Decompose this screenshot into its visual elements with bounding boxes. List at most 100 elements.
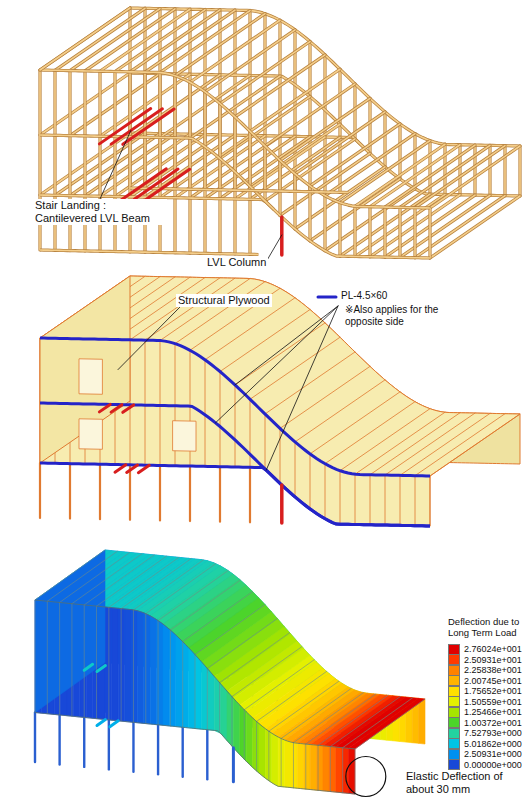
wall-contour xyxy=(419,698,425,744)
plywood-wall xyxy=(40,338,430,526)
timber-member xyxy=(384,112,386,167)
timber-member xyxy=(145,10,235,72)
member-line xyxy=(47,551,117,601)
part-label: LVL Column xyxy=(205,256,268,269)
column xyxy=(219,467,221,522)
timber-member xyxy=(414,208,416,258)
wall-contour xyxy=(240,705,246,761)
steel-plate xyxy=(40,463,430,526)
wall-contour xyxy=(329,746,335,792)
wall-contour xyxy=(169,629,175,726)
column xyxy=(181,727,183,777)
timber-member xyxy=(234,117,236,254)
lvl-column xyxy=(280,217,284,255)
steel-plate xyxy=(40,338,430,476)
timber-member xyxy=(248,131,251,254)
legend-swatch xyxy=(448,749,460,760)
timber-member xyxy=(160,11,250,73)
legend-value: 1.50559e+001 xyxy=(464,697,522,707)
wall-contour xyxy=(118,608,124,721)
member-line xyxy=(121,609,122,722)
rafter xyxy=(325,402,415,464)
legend-value: 2.50931e+001 xyxy=(464,655,522,665)
part-label: Structural Plywood xyxy=(176,294,272,307)
timber-member xyxy=(249,131,251,254)
wall-contour xyxy=(233,698,239,754)
member-line xyxy=(330,697,400,747)
steel-plate xyxy=(40,403,430,526)
leader-line xyxy=(100,130,131,199)
timber-member xyxy=(250,69,340,131)
wall-opening xyxy=(79,419,102,449)
callout-note: Elastic Deflection of about 30 mm xyxy=(404,770,526,796)
timber-member xyxy=(175,14,265,76)
member-line xyxy=(47,601,48,714)
legend-swatch xyxy=(448,759,460,770)
timber-member xyxy=(415,146,505,208)
stud xyxy=(160,341,161,466)
timber-member xyxy=(414,134,416,189)
timber-member xyxy=(430,196,520,258)
lvl-column xyxy=(232,748,235,782)
wall-contour xyxy=(285,740,291,788)
timber-member xyxy=(430,146,520,208)
member-line xyxy=(220,633,290,683)
leader-lines xyxy=(100,130,338,470)
stud xyxy=(250,399,251,467)
column xyxy=(58,715,60,765)
wall-contour xyxy=(189,648,195,729)
timber-member xyxy=(518,146,521,196)
stud xyxy=(430,476,431,526)
cantilever-lvl-beam xyxy=(115,465,126,472)
timber-member xyxy=(324,55,326,192)
column xyxy=(69,464,71,519)
legend-title: Deflection due to Long Term Load xyxy=(446,616,528,639)
timber-member xyxy=(399,124,401,179)
legend-value: 2.76024e+001 xyxy=(464,644,522,654)
member-line xyxy=(133,610,134,722)
roof-contour xyxy=(342,698,418,749)
cantilever-lvl-beam xyxy=(110,721,118,727)
rafter xyxy=(415,414,505,476)
timber-member xyxy=(160,11,250,73)
member-line xyxy=(71,604,72,717)
legend-swatch xyxy=(448,686,460,697)
plywood-view xyxy=(40,276,520,526)
legend-entry: 1.25466e+001 xyxy=(448,707,522,718)
legend-entry: 0.00000e+000 xyxy=(448,760,522,771)
timber-member xyxy=(383,112,386,167)
timber-member xyxy=(399,207,401,257)
member-line xyxy=(195,605,265,655)
wall-contour xyxy=(157,620,163,726)
timber-member xyxy=(293,174,296,229)
wall-contour xyxy=(291,742,297,788)
stud xyxy=(310,454,311,509)
stud xyxy=(385,475,386,525)
timber-member xyxy=(415,146,505,208)
stud xyxy=(355,474,356,524)
timber-member xyxy=(40,8,130,70)
timber-member xyxy=(415,196,505,258)
legend-entry: 5.01862e+000 xyxy=(448,739,522,750)
wall-contour xyxy=(246,712,252,768)
legend-value: 0.00000e+000 xyxy=(464,760,522,770)
wall-contour xyxy=(163,624,169,726)
member-line xyxy=(170,630,171,726)
wall-contour xyxy=(208,669,214,730)
timber-member xyxy=(473,145,476,195)
timber-member xyxy=(353,206,356,256)
rafter xyxy=(310,392,400,454)
column xyxy=(206,730,208,780)
timber-member xyxy=(398,124,401,179)
part-label: Stair Landing : Cantilevered LVL Beam xyxy=(33,199,167,225)
plate-line-sample xyxy=(318,296,336,299)
legend-entry: 2.76024e+001 xyxy=(448,644,522,655)
leader-line xyxy=(118,307,180,370)
member-line xyxy=(306,694,376,744)
timber-member xyxy=(40,8,130,70)
wall-contour xyxy=(195,655,201,730)
timber-member xyxy=(294,174,296,229)
cantilever-lvl-beam xyxy=(123,109,174,144)
member-line xyxy=(318,695,388,745)
timber-member xyxy=(174,76,176,253)
